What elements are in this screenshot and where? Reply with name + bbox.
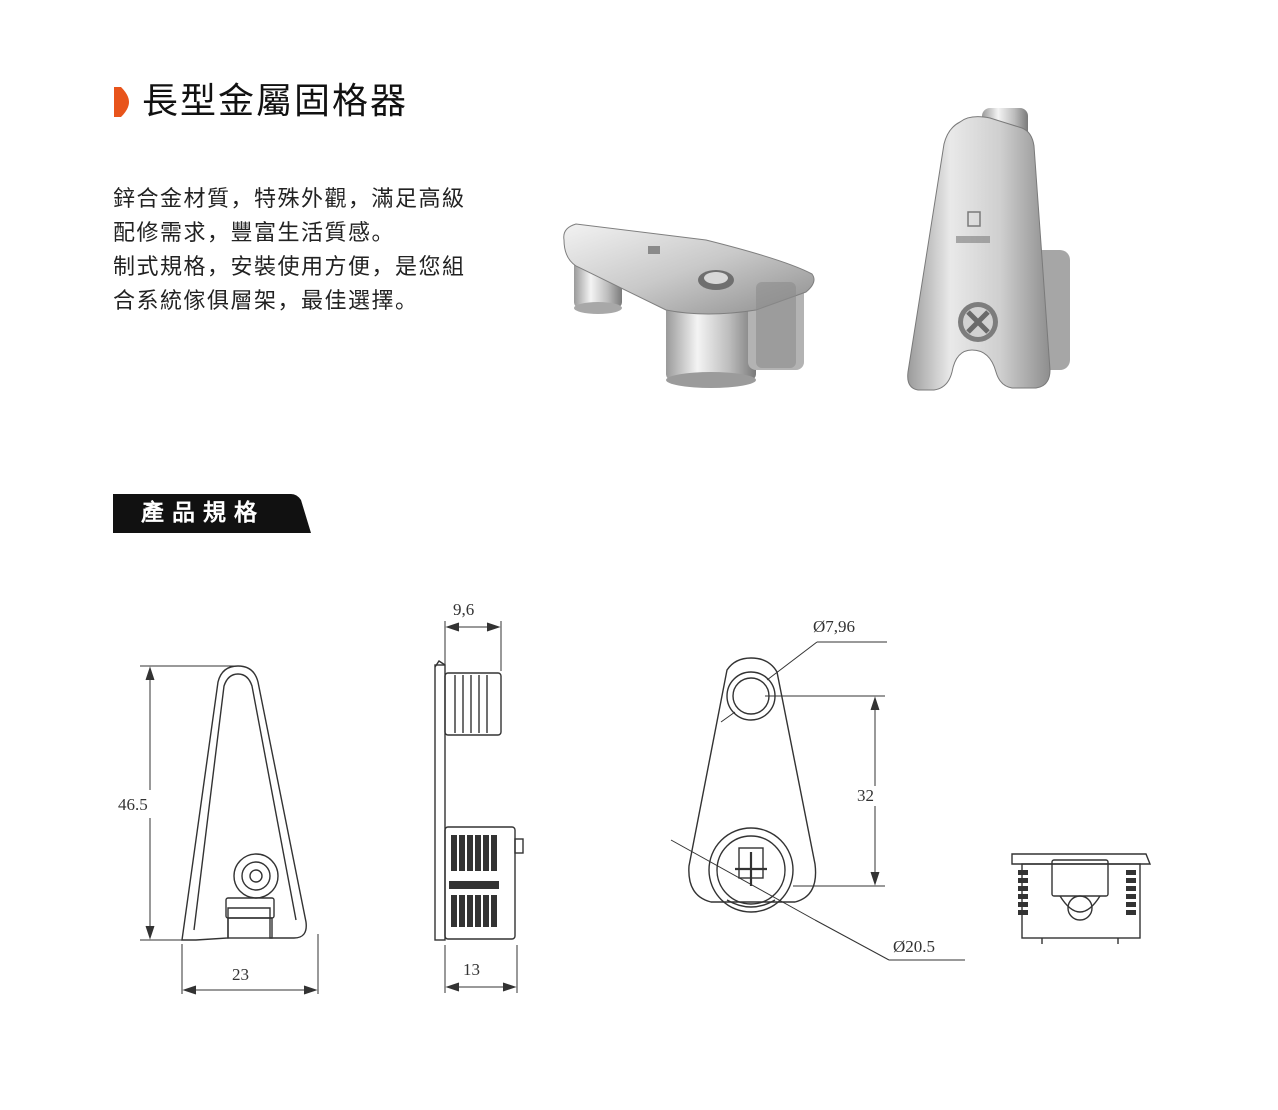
description-line: 配修需求，豐富生活質感。 — [113, 221, 396, 246]
page-title: 長型金屬固格器 — [142, 81, 409, 122]
cam-housing-drawing — [1011, 853, 1152, 944]
product-photo-vertical — [907, 108, 1070, 391]
dimension-label: 23 — [232, 965, 249, 984]
spec-tab-background — [113, 494, 311, 533]
product-title-block: 長型金屬固格器 — [112, 80, 408, 124]
dimension-label: Ø7,96 — [813, 617, 855, 636]
side-view-drawing: 9,6 13 — [434, 600, 524, 993]
description-line: 制式規格，安裝使用方便，是您組 — [113, 255, 466, 280]
spec-section-label: 產品規格 — [141, 500, 265, 526]
description-line: 鋅合金材質，特殊外觀，滿足高級 — [113, 187, 466, 212]
dimension-label: 13 — [463, 960, 480, 979]
dimension-label: 46.5 — [118, 795, 148, 814]
front-view-drawing: 46.5 23 — [118, 665, 319, 995]
dimension-label: 9,6 — [453, 600, 474, 619]
spec-section-tab: 產品規格 — [113, 494, 311, 533]
product-photo-horizontal — [563, 223, 815, 388]
product-description: 鋅合金材質，特殊外觀，滿足高級 配修需求，豐富生活質感。 制式規格，安裝使用方便… — [113, 183, 513, 319]
orange-marker-icon — [114, 87, 129, 117]
description-line: 合系統傢俱層架，最佳選擇。 — [113, 289, 419, 314]
dimension-label: Ø20.5 — [893, 937, 935, 956]
cam-view-drawing: Ø7,96 32 Ø20.5 — [670, 617, 965, 961]
dimension-label: 32 — [857, 786, 874, 805]
